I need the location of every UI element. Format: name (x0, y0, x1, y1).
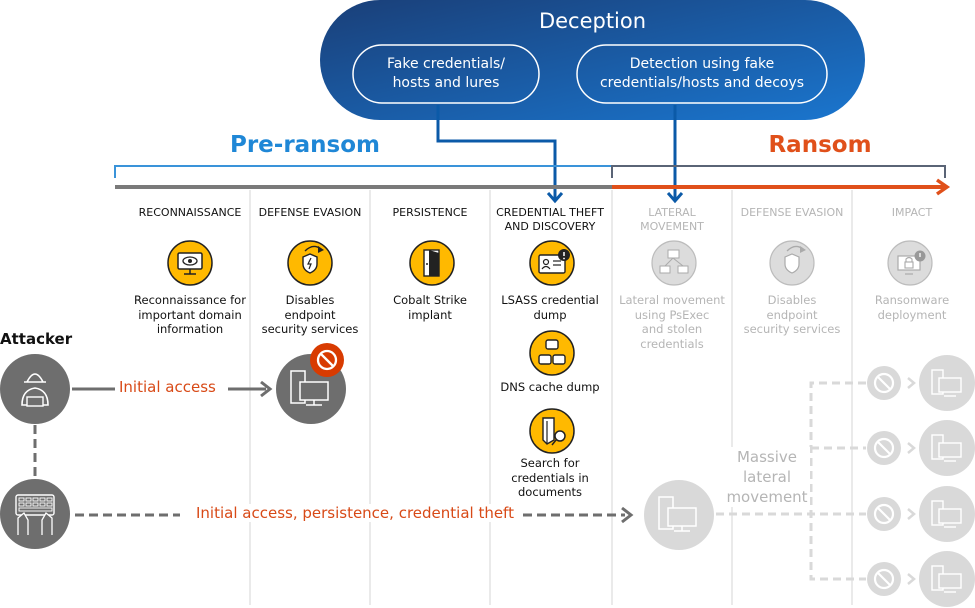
connector-lures-to-credential-theft (436, 105, 557, 200)
column-header: DEFENSE EVASION (258, 206, 362, 219)
column-header: RECONNAISSANCE (138, 206, 242, 219)
hands-on-keyboard-avatar (0, 479, 70, 549)
step-icon-defense-evasion (287, 240, 333, 286)
step-icon-lsass (529, 240, 575, 286)
hands-on-label: Initial access, persistence, credential … (192, 504, 518, 522)
compromised-endpoint-dim (644, 480, 714, 550)
column-header: IMPACT (891, 206, 933, 219)
blocked-target-endpoint (867, 420, 975, 476)
target-endpoint-blocked (276, 343, 346, 424)
step-label: DNS cache dump (500, 380, 600, 394)
deception-banner (320, 0, 865, 120)
attacker-label: Attacker (0, 330, 73, 348)
column-header: DEFENSE EVASION (740, 206, 844, 219)
step-icon-doc-search (529, 408, 575, 454)
initial-access-label: Initial access (115, 378, 220, 396)
ransom-bracket (611, 165, 946, 178)
pre-ransom-bracket (114, 165, 611, 178)
phase-pre-ransom-label: Pre-ransom (229, 132, 381, 158)
blocked-target-endpoint (867, 355, 975, 411)
attacker-avatar (0, 354, 70, 424)
phase-ransom-label: Ransom (768, 132, 872, 158)
blocked-target-endpoint (867, 551, 975, 607)
step-icon-dns (529, 330, 575, 376)
step-icon-lateral (651, 240, 697, 286)
step-icon-ransomware (887, 240, 933, 286)
deception-pill-lures (352, 44, 540, 104)
deception-pill-lures-text: Fake credentials/hosts and lures (386, 56, 505, 91)
blocked-target-endpoint (867, 486, 975, 542)
step-icon-recon (167, 240, 213, 286)
step-icon-defense-evasion-ransom (769, 240, 815, 286)
timeline-arrowhead (935, 178, 951, 196)
deception-title: Deception (538, 9, 647, 33)
column-separators (249, 190, 853, 605)
lateral-fanout-lines (716, 381, 866, 581)
column-header: PERSISTENCE (392, 206, 468, 219)
deception-pill-detection (576, 44, 828, 104)
step-icon-persistence (409, 240, 455, 286)
